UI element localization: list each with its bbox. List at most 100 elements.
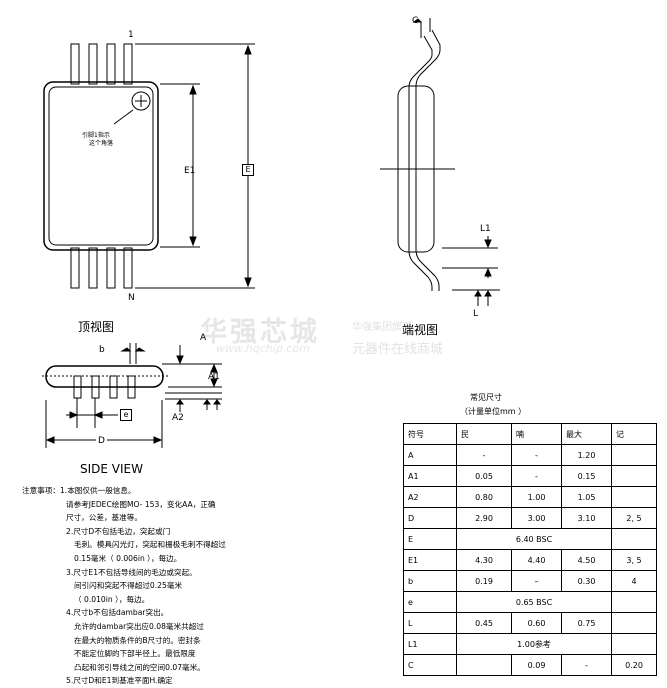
cell-symbol: C [403, 654, 457, 676]
table-row: L 0.45 0.60 0.75 [403, 612, 657, 634]
dim-a2-label: A2 [172, 413, 184, 423]
cell-min: 4.30 [456, 549, 512, 571]
table-row: A1 0.05 - 0.15 [403, 465, 657, 487]
table-header-row: 符号 民 喃 最大 记 [403, 423, 657, 445]
cell-min [456, 654, 512, 676]
package-body-inner [48, 86, 154, 246]
dim-pitch-label: e [120, 409, 132, 421]
dim-e1-label: E1 [184, 166, 196, 176]
top-lead [70, 43, 80, 85]
cell-note [611, 486, 657, 508]
cell-symbol: E [403, 528, 457, 550]
cell-nom: – [511, 570, 562, 592]
cell-nom: 4.40 [511, 549, 562, 571]
end-view-title: 端视图 [402, 323, 439, 337]
cell-min: 0.05 [456, 465, 512, 487]
table-row: A2 0.80 1.00 1.05 [403, 486, 657, 508]
dim-b-label: b [99, 345, 105, 355]
cell-max: 3.10 [561, 507, 612, 529]
cell-symbol: e [403, 591, 457, 613]
dim-a1-label: A1 [208, 372, 220, 382]
package-body-outer [43, 81, 159, 251]
note-line: （ 0.010in ），每边。 [74, 594, 150, 604]
note-line: 不能定位脚的下部半径上。最低限度 [74, 649, 196, 659]
dim-a-label: A [200, 333, 207, 343]
cell-symbol: D [403, 507, 457, 529]
cell-nom: 0.09 [511, 654, 562, 676]
cell-min: 0.80 [456, 486, 512, 508]
dimension-table: 符号 民 喃 最大 记 A - - 1.20 A1 0.05 - 0.15 A2… [403, 423, 657, 676]
cell-min: 2.90 [456, 507, 512, 529]
note-line: 注意事项：1.本图仅供一般信息。 [22, 486, 136, 495]
pin1-note-line2: 这个角落 [89, 140, 114, 147]
bottom-lead [70, 247, 80, 289]
table-title: 常见尺寸 [470, 393, 502, 402]
table-row: L1 1.00参考 [403, 633, 657, 655]
note-line: 毛刺。模具闪光灯，突起和栅极毛刺不得超过 [74, 540, 226, 550]
note-line: 允许的dambar突出应0.08毫米共超过 [74, 621, 204, 631]
watermark-brand: 华强芯城 [200, 317, 320, 348]
cell-note: 2, 5 [611, 507, 657, 529]
cell-span-value: 1.00参考 [456, 633, 612, 655]
cell-symbol: E1 [403, 549, 457, 571]
pin-1-label: 1 [128, 30, 134, 40]
cell-nom: - [511, 444, 562, 466]
notes-block: 注意事项：1.本图仅供一般信息。 请参考JEDEC绘图MO- 153，变化AA，… [22, 484, 226, 688]
cell-max: 1.05 [561, 486, 612, 508]
watermark-slogan: 元器件在线商城 [352, 342, 444, 357]
top-lead [123, 43, 133, 85]
header-max: 最大 [561, 423, 612, 445]
note-line: 请参考JEDEC绘图MO- 153，变化AA，正确 [66, 499, 216, 509]
cell-max: 1.20 [561, 444, 612, 466]
table-row: e 0.65 BSC [403, 591, 657, 613]
table-subtitle: （计量单位mm ） [460, 407, 527, 416]
note-line: 间引闪和突起不得超过0.25毫米 [74, 581, 183, 591]
bottom-lead [106, 247, 116, 289]
dim-e-label: E [242, 164, 254, 176]
cell-note [611, 591, 657, 613]
cell-max: 4.50 [561, 549, 612, 571]
top-lead [106, 43, 116, 85]
note-line: 0.15毫米（ 0.006in ），每边。 [74, 553, 182, 563]
watermark-url: www.hqchip.com [216, 342, 310, 355]
cell-nom: 0.60 [511, 612, 562, 634]
cell-min: - [456, 444, 512, 466]
dim-l-label: L [473, 309, 479, 319]
cell-note: 0.20 [611, 654, 657, 676]
cell-symbol: L [403, 612, 457, 634]
side-view-title: SIDE VIEW [80, 462, 143, 476]
cell-symbol: A1 [403, 465, 457, 487]
cell-span-value: 0.65 BSC [456, 591, 612, 613]
side-lead [109, 375, 118, 399]
cell-min: 0.19 [456, 570, 512, 592]
top-view-title: 顶视图 [78, 320, 115, 334]
table-row: D 2.90 3.00 3.10 2, 5 [403, 507, 657, 529]
package-drawing [42, 18, 500, 448]
table-row: E1 4.30 4.40 4.50 3, 5 [403, 549, 657, 571]
note-line: 在最大的物质条件的B尺寸的。密封条 [74, 635, 201, 645]
watermark-tagline: 华强集团旗下 [352, 322, 412, 333]
note-line: 5.尺寸D和E1到基准平面H.确定 [66, 676, 173, 686]
note-line: 尺寸，公差，基准等。 [66, 513, 142, 523]
cell-max: 0.15 [561, 465, 612, 487]
bottom-lead [123, 247, 133, 289]
cell-symbol: L1 [403, 633, 457, 655]
cell-note [611, 612, 657, 634]
note-line: 4.尺寸b不包括dambar突出。 [66, 608, 169, 618]
cell-note: 4 [611, 570, 657, 592]
cell-max: - [561, 654, 612, 676]
cell-span-value: 6.40 BSC [456, 528, 612, 550]
cell-note: 3, 5 [611, 549, 657, 571]
dim-d-label: D [96, 436, 107, 446]
top-lead [88, 43, 98, 85]
pin1-note-line1: 引脚1指示 [82, 132, 110, 139]
header-note: 记 [611, 423, 657, 445]
cell-nom: 3.00 [511, 507, 562, 529]
cell-symbol: A2 [403, 486, 457, 508]
cell-note [611, 528, 657, 550]
table-row: A - - 1.20 [403, 444, 657, 466]
cell-symbol: A [403, 444, 457, 466]
dim-c-label: C [412, 16, 419, 26]
note-line: 3.尺寸E1不包括导线间的毛边或突起。 [66, 567, 197, 577]
header-min: 民 [456, 423, 512, 445]
